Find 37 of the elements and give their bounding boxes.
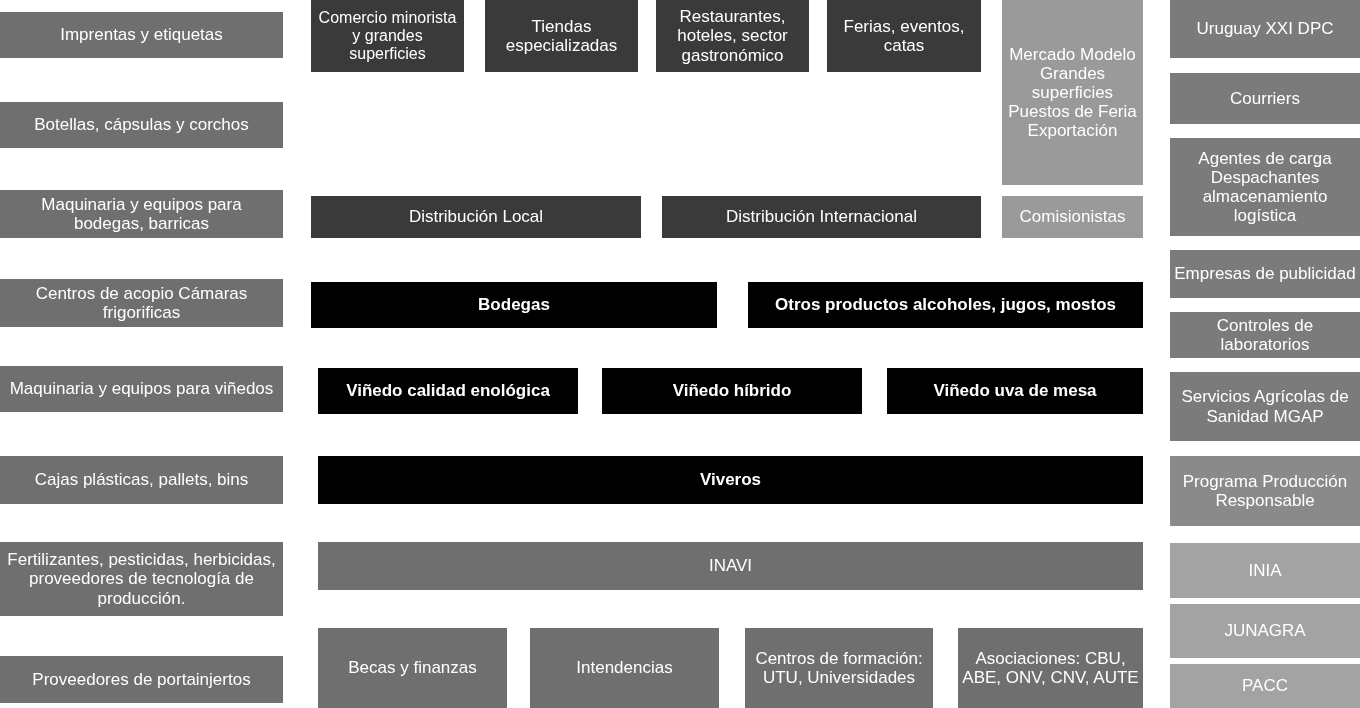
category-box: Viñedo híbrido (602, 368, 862, 414)
category-box: Centros de formación: UTU, Universidades (745, 628, 933, 708)
category-box: INIA (1170, 543, 1360, 598)
category-box: Distribución Internacional (662, 196, 981, 238)
category-box: Ferias, eventos, catas (827, 0, 981, 72)
category-box: Empresas de publicidad (1170, 250, 1360, 298)
category-box: Botellas, cápsulas y corchos (0, 102, 283, 148)
category-box: Intendencias (530, 628, 719, 708)
category-box: Otros productos alcoholes, jugos, mostos (748, 282, 1143, 328)
category-box: Agentes de carga Despachantes almacenamiento logística (1170, 138, 1360, 236)
category-box: Centros de acopio Cámaras frigorificas (0, 279, 283, 327)
category-box: PACC (1170, 664, 1360, 708)
category-box: Comercio minorista y grandes superficies (311, 0, 464, 72)
category-box: Viñedo calidad enológica (318, 368, 578, 414)
category-box: Viveros (318, 456, 1143, 504)
category-box: Proveedores de portainjertos (0, 656, 283, 703)
category-box: Comisionistas (1002, 196, 1143, 238)
category-box: Fertilizantes, pesticidas, herbicidas, proveedores de tecnología de producción. (0, 542, 283, 616)
category-box: Asociaciones: CBU, ABE, ONV, CNV, AUTE (958, 628, 1143, 708)
category-box: Servicios Agrícolas de Sanidad MGAP (1170, 372, 1360, 441)
category-box: Viñedo uva de mesa (887, 368, 1143, 414)
category-box: Imprentas y etiquetas (0, 12, 283, 58)
category-box: Tiendas especializadas (485, 0, 638, 72)
category-box: Uruguay XXI DPC (1170, 0, 1360, 58)
category-box: JUNAGRA (1170, 604, 1360, 658)
category-box: Programa Producción Responsable (1170, 456, 1360, 526)
category-box: Maquinaria y equipos para bodegas, barricas (0, 190, 283, 238)
category-box: Controles de laboratorios (1170, 312, 1360, 358)
category-box: Becas y finanzas (318, 628, 507, 708)
category-box: Distribución Local (311, 196, 641, 238)
category-box: INAVI (318, 542, 1143, 590)
category-box: Restaurantes, hoteles, sector gastronómico (656, 0, 809, 72)
category-box: Maquinaria y equipos para viñedos (0, 366, 283, 412)
category-box: Bodegas (311, 282, 717, 328)
category-box: Courriers (1170, 73, 1360, 124)
category-box: Mercado Modelo Grandes superficies Puestos de Feria Exportación (1002, 0, 1143, 185)
category-box: Cajas plásticas, pallets, bins (0, 456, 283, 504)
